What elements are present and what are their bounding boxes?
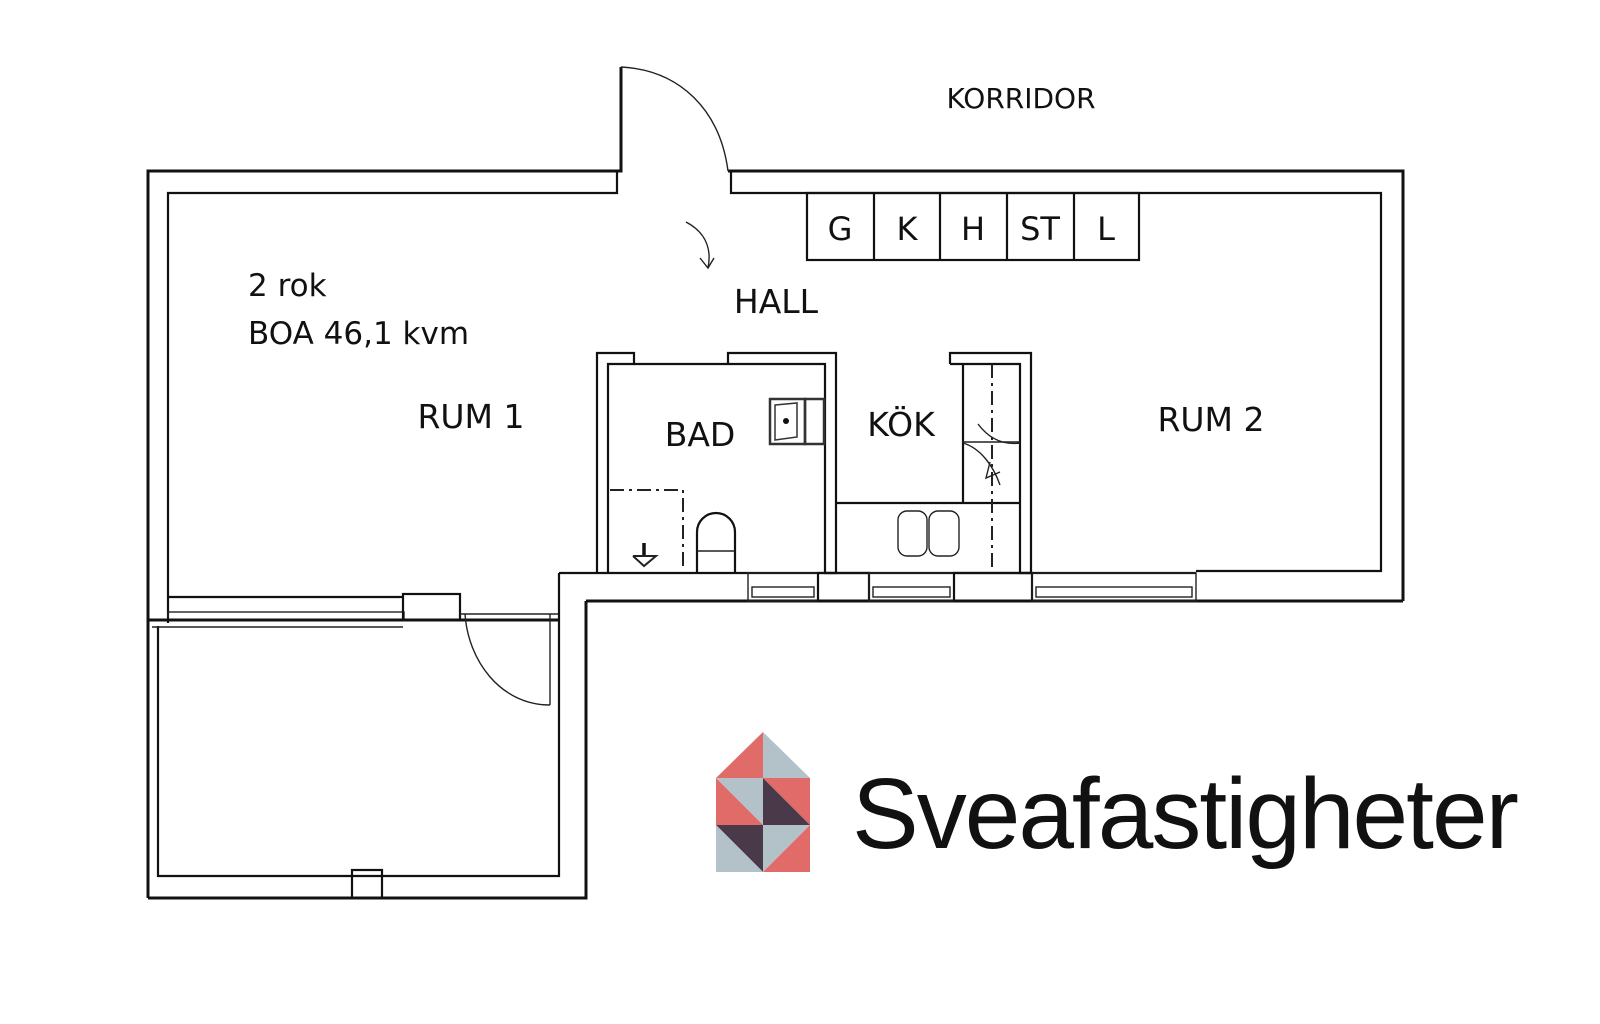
bathroom-walls (595, 351, 838, 575)
bad-label: BAD (665, 415, 736, 454)
apartment-type-label: 2 rok (248, 268, 327, 304)
rum2-label: RUM 2 (1157, 400, 1264, 439)
area-label: BOA 46,1 kvm (248, 316, 469, 352)
kitchen-walls (836, 351, 1033, 575)
closet-k-label: K (897, 210, 919, 248)
brand-logo-icon (716, 732, 810, 872)
brand-name: Sveafastigheter (852, 758, 1518, 870)
closets (805, 191, 1141, 262)
closet-st-label: ST (1020, 210, 1060, 248)
balcony-window (148, 592, 558, 900)
entrance-door (620, 66, 729, 270)
hall-label: HALL (734, 282, 819, 321)
corridor-label: KORRIDOR (946, 82, 1095, 115)
closet-g-label: G (828, 210, 853, 248)
closet-l-label: L (1097, 210, 1115, 248)
bathroom-fixtures (610, 397, 826, 572)
rum1-label: RUM 1 (417, 397, 524, 436)
closet-h-label: H (961, 210, 985, 248)
kok-label: KÖK (867, 404, 936, 444)
facade-windows (747, 571, 1197, 603)
